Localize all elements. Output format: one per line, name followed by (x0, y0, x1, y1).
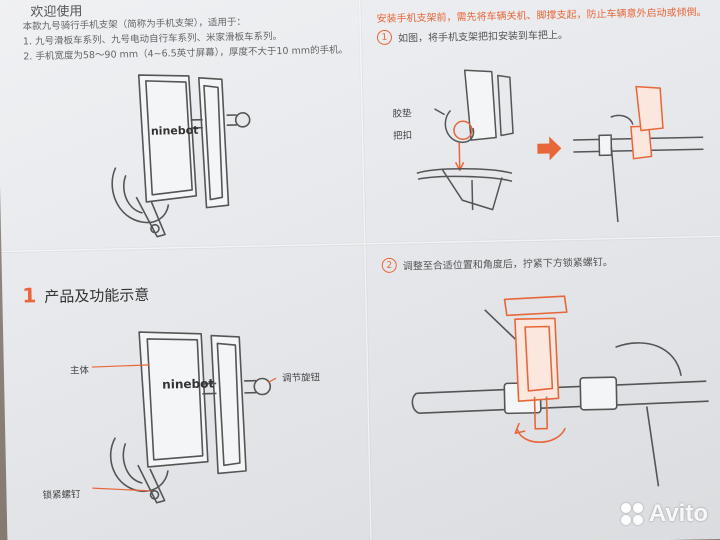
product-diagram: ninebot (91, 331, 277, 504)
step-1: 1 如图，将手机支架把扣安装到车把上。 (376, 26, 569, 46)
watermark-text: Avito (648, 500, 708, 527)
panel-step-1: 安装手机支架前，需先将车辆关机、脚撑支起，防止车辆意外启动或倾倒。 1 如图，将… (368, 0, 720, 234)
step-1-text: 如图，将手机支架把扣安装到车把上。 (397, 30, 569, 45)
step-2-text: 调整至合适位置和角度后，拧紧下方锁紧螺钉。 (402, 257, 613, 273)
label-screw: 锁紧螺钉 (42, 489, 81, 502)
section-title: 产品及功能示意 (44, 285, 150, 307)
section-heading: 1 产品及功能示意 (22, 281, 150, 308)
panel-product-overview: 1 产品及功能示意 主体 调节旋钮 锁紧螺钉 (8, 252, 364, 539)
step-number-badge: 1 (376, 29, 393, 46)
install-illustration (416, 69, 704, 223)
tighten-illustration (411, 295, 709, 487)
label-clamp: 把扣 (392, 130, 413, 142)
panel-step-2: 2 调整至合适位置和角度后，拧紧下方锁紧螺钉。 (373, 245, 720, 532)
brand-logo: ninebot (151, 124, 199, 138)
avito-logo-icon (620, 503, 643, 525)
panel-intro: 欢迎使用 本款九号骑行手机支架（简称为手机支架），适用于： 1. 九号滑板车系列… (2, 0, 357, 242)
welcome-heading: 欢迎使用 (30, 4, 83, 21)
avito-watermark: Avito (620, 500, 708, 528)
label-body: 主体 (69, 365, 90, 377)
label-pad: 胶垫 (392, 108, 412, 120)
warning-text: 安装手机支架前，需先将车辆关机、脚撑支起，防止车辆意外启动或倾倒。 (376, 7, 707, 26)
step-2: 2 调整至合适位置和角度后，拧紧下方锁紧螺钉。 (381, 253, 613, 273)
phone-holder-illustration: ninebot (111, 74, 251, 238)
intro-text: 本款九号骑行手机支架（简称为手机支架），适用于： 1. 九号滑板车系列、九号电动… (23, 13, 349, 65)
step-number-badge: 2 (381, 257, 397, 273)
brand-logo: ninebot (162, 377, 214, 392)
section-number: 1 (22, 283, 37, 308)
